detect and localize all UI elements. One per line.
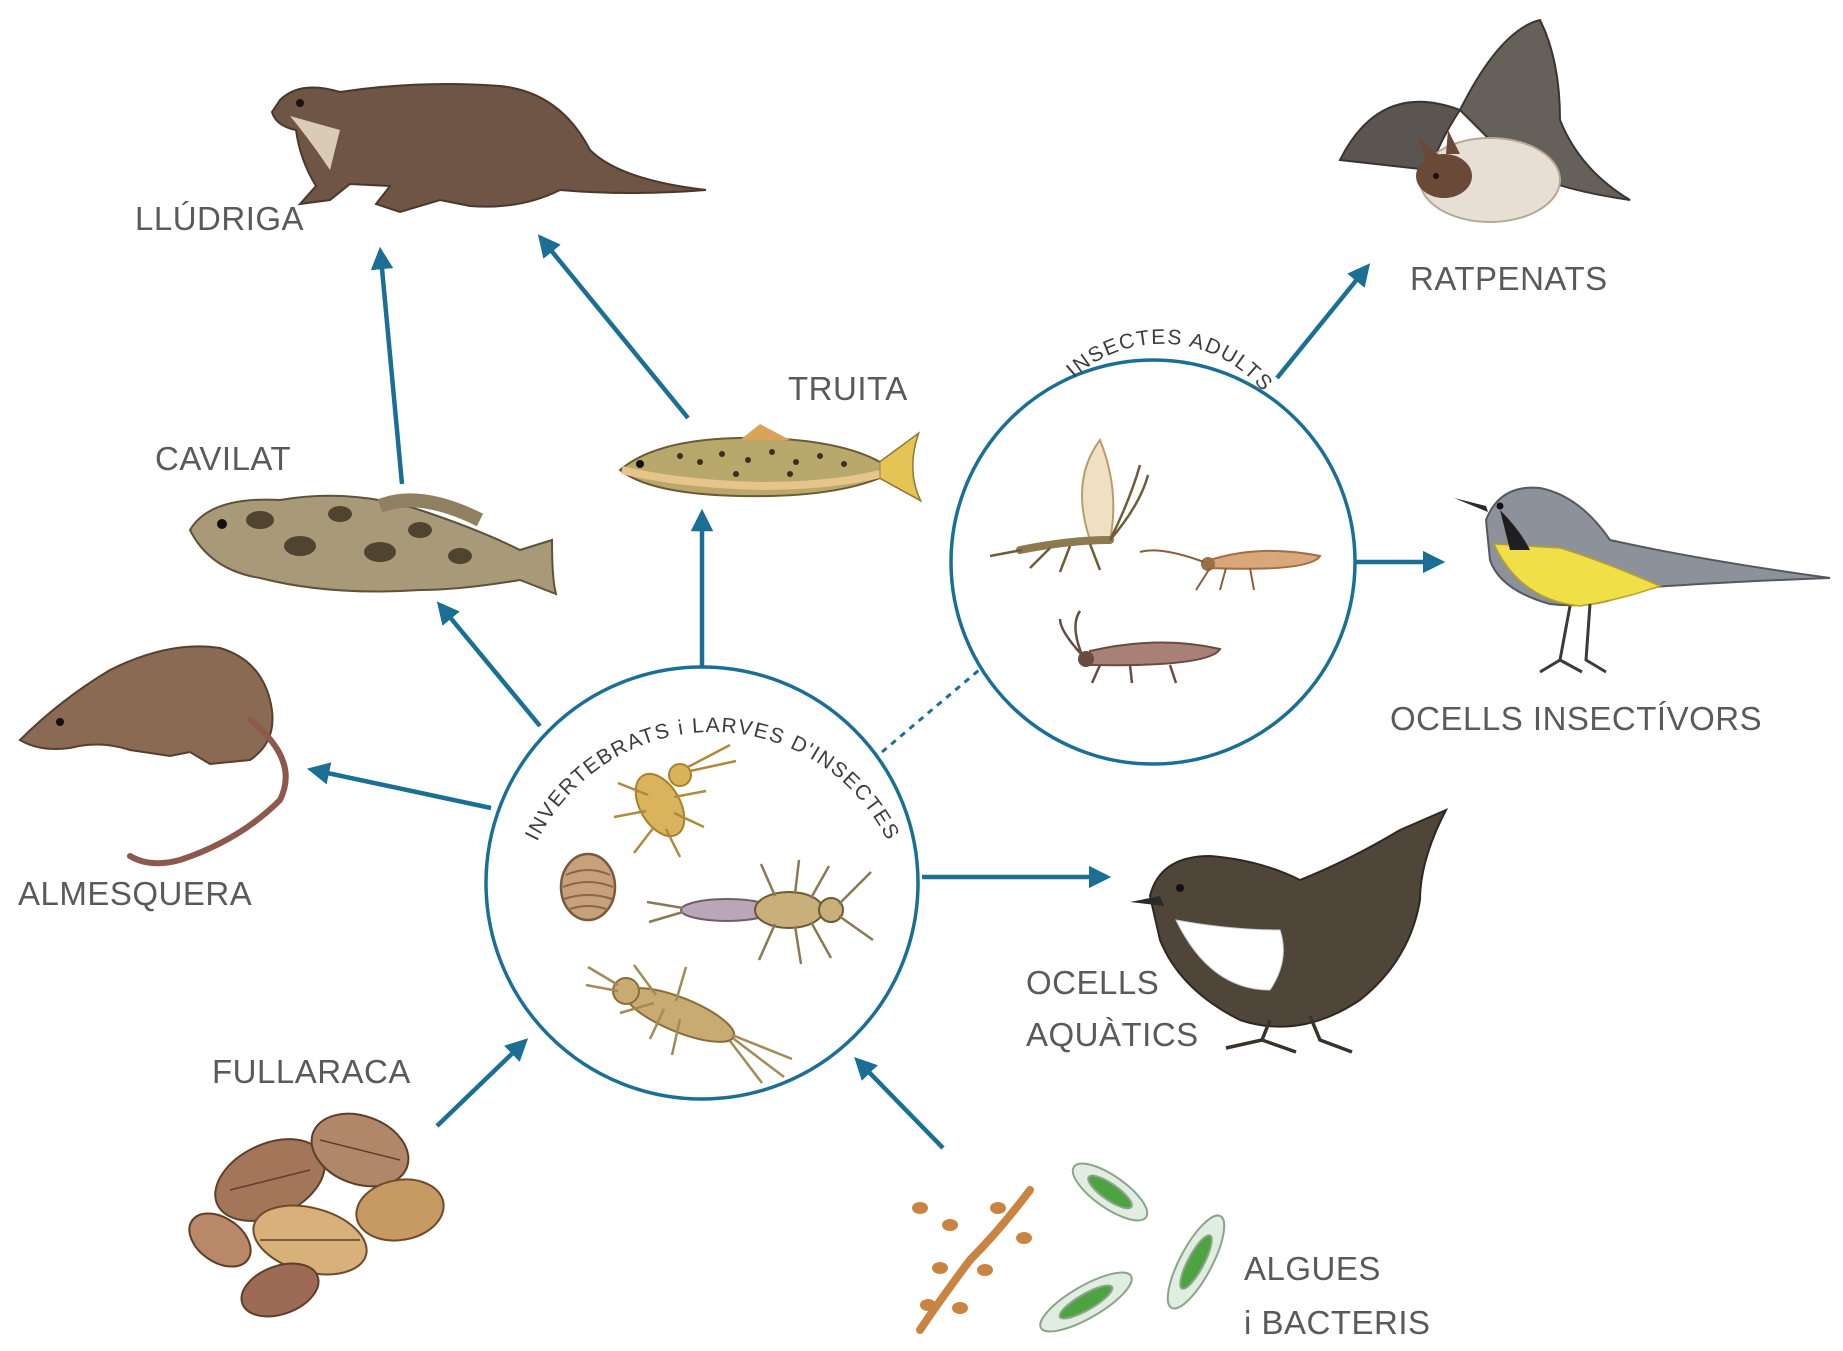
sculpin-fish-icon [190,496,556,594]
bats-label: RATPENATS [1410,260,1608,297]
shrew-label: ALMESQUERA [18,875,252,912]
clam-icon [561,854,615,920]
arrow-larvae-to-shrew [318,771,491,808]
otter-icon [272,84,706,212]
bat-icon [1340,20,1630,222]
arrow-sculpin-to-otter [381,258,402,484]
wagtail-bird-icon [1454,488,1830,672]
leaf-litter-label: FULLARACA [212,1053,411,1090]
algae-label-line2: i BACTERIS [1244,1304,1431,1341]
trout-icon [620,424,920,500]
algae-bacteria-icon [912,1154,1235,1342]
arrow-adults-to-bats [1277,272,1363,378]
water-shrew-icon [20,646,286,863]
sculpin-label: CAVILAT [155,440,291,477]
aquatic-birds-label-line2: AQUÀTICS [1026,1016,1199,1053]
link-larvae-to-adults-dashed [882,665,985,752]
arrow-trout-to-otter [545,243,688,418]
aquatic-birds-label-line1: OCELLS [1026,964,1159,1001]
leaf-litter-icon [180,1101,449,1326]
insectivorous-birds-label: OCELLS INSECTÍVORS [1390,700,1762,737]
arrow-leaf-litter-to-larvae [437,1046,520,1126]
arrow-algae-to-larvae [862,1065,943,1148]
trout-label: TRUITA [788,370,908,407]
arrow-larvae-to-sculpin [444,610,540,726]
otter-label: LLÚDRIGA [135,200,304,237]
algae-label-line1: ALGUES [1244,1250,1381,1287]
